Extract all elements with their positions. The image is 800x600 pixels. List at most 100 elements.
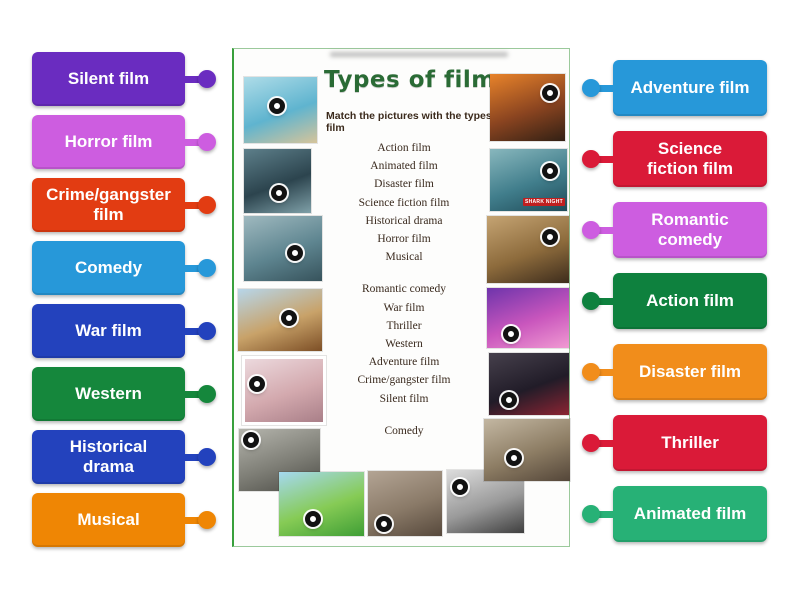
label-text: Adventure film <box>630 78 750 97</box>
film-type-item: Silent film <box>379 392 429 405</box>
photo-warrior-fire <box>490 74 565 141</box>
connector-stem-line <box>597 155 613 163</box>
connector-dot-icon <box>582 292 600 310</box>
target-marker-castaway-beach[interactable] <box>269 98 285 114</box>
photo-rambo-jungle <box>487 216 569 283</box>
label-text: film <box>93 205 124 224</box>
film-type-item: Romantic comedy <box>362 283 446 296</box>
target-marker-gangster-group[interactable] <box>376 516 392 532</box>
connector-stem-line <box>185 138 201 146</box>
film-type-item: Action film <box>377 142 431 154</box>
label-text: Action film <box>646 291 734 310</box>
label-text: Horror film <box>64 132 153 151</box>
connector-stem-line <box>185 75 201 83</box>
label-chip-silent-film[interactable]: Silent film <box>32 52 216 106</box>
target-marker-soldiers[interactable] <box>243 432 259 448</box>
photo-cartoon-rainbow <box>279 472 364 536</box>
connector-dot-icon <box>582 221 600 239</box>
target-marker-cartoon-rainbow[interactable] <box>305 511 321 527</box>
target-marker-cowboy-horses[interactable] <box>281 310 297 326</box>
connector-dot-icon <box>198 133 216 151</box>
film-type-item: Thriller <box>386 319 422 332</box>
target-marker-sea-monster[interactable] <box>271 185 287 201</box>
label-text: Musical <box>77 510 140 529</box>
connector-stem-line <box>185 201 201 209</box>
target-marker-mr-bean-church[interactable] <box>506 450 522 466</box>
label-chip-thriller[interactable]: Thriller <box>582 415 767 471</box>
connector-dot-icon <box>198 322 216 340</box>
connector-stem-line <box>185 453 201 461</box>
label-text: Disaster film <box>638 362 742 381</box>
connector-stem-line <box>185 516 201 524</box>
worksheet-image: Types of film Match the pictures with th… <box>232 48 570 547</box>
label-chip-action-film[interactable]: Action film <box>582 273 767 329</box>
photo-mr-bean-church <box>484 419 570 481</box>
label-chip-comedy[interactable]: Comedy <box>32 241 216 295</box>
connector-dot-icon <box>582 79 600 97</box>
target-marker-romantic-couple[interactable] <box>249 376 265 392</box>
film-type-item: Western <box>385 338 423 351</box>
connector-dot-icon <box>198 448 216 466</box>
film-type-item: Science fiction film <box>358 196 450 209</box>
connector-dot-icon <box>198 511 216 529</box>
connector-dot-icon <box>198 259 216 277</box>
target-marker-musical-stage[interactable] <box>503 326 519 342</box>
label-chip-horror-film[interactable]: Horror film <box>32 115 216 169</box>
connector-dot-icon <box>582 434 600 452</box>
film-type-item: Historical drama <box>365 214 443 227</box>
scan-artifact <box>330 52 508 57</box>
film-type-item: Disaster film <box>374 178 434 191</box>
film-type-item: Animated film <box>370 160 438 173</box>
label-text: Crime/gangster <box>46 185 171 204</box>
connector-stem-line <box>185 264 201 272</box>
film-type-group: Comedy <box>323 422 485 440</box>
film-type-item: Musical <box>385 251 423 264</box>
connector-dot-icon <box>198 196 216 214</box>
film-type-item: Comedy <box>384 424 424 437</box>
label-text: Thriller <box>661 433 719 452</box>
label-chip-western[interactable]: Western <box>32 367 216 421</box>
label-text: Western <box>75 384 142 403</box>
label-chip-adventure-film[interactable]: Adventure film <box>582 60 767 116</box>
worksheet-subtitle: Match the pictures with the types of fil… <box>326 110 505 134</box>
label-text: fiction film <box>647 159 733 178</box>
connector-stem-line <box>185 327 201 335</box>
connector-dot-icon <box>582 363 600 381</box>
label-chip-disaster-film[interactable]: Disaster film <box>582 344 767 400</box>
label-text: Animated film <box>633 504 747 523</box>
connector-dot-icon <box>198 385 216 403</box>
target-marker-warrior-fire[interactable] <box>542 85 558 101</box>
label-text: Silent film <box>67 69 150 88</box>
connector-dot-icon <box>198 70 216 88</box>
connector-stem-line <box>597 84 613 92</box>
photo-horror-face <box>489 353 569 415</box>
connector-dot-icon <box>582 150 600 168</box>
target-marker-rambo-jungle[interactable] <box>542 229 558 245</box>
target-marker-silent-film-bw[interactable] <box>452 479 468 495</box>
photo-caption: SHARK NIGHT <box>522 198 565 206</box>
target-marker-horror-face[interactable] <box>501 392 517 408</box>
film-type-item: War film <box>383 301 425 314</box>
label-text: Romantic <box>651 210 729 229</box>
photo-cowboy-horses <box>238 289 322 351</box>
label-text: Historical <box>69 437 148 456</box>
target-marker-shark-poster[interactable] <box>542 163 558 179</box>
label-chip-war-film[interactable]: War film <box>32 304 216 358</box>
label-chip-animated-film[interactable]: Animated film <box>582 486 767 542</box>
film-type-item: Adventure film <box>368 356 440 369</box>
label-text: Science <box>657 139 723 158</box>
photo-musical-stage <box>487 288 569 348</box>
label-chip-musical[interactable]: Musical <box>32 493 216 547</box>
connector-dot-icon <box>582 505 600 523</box>
target-marker-storm-wave[interactable] <box>287 245 303 261</box>
connector-stem-line <box>597 226 613 234</box>
